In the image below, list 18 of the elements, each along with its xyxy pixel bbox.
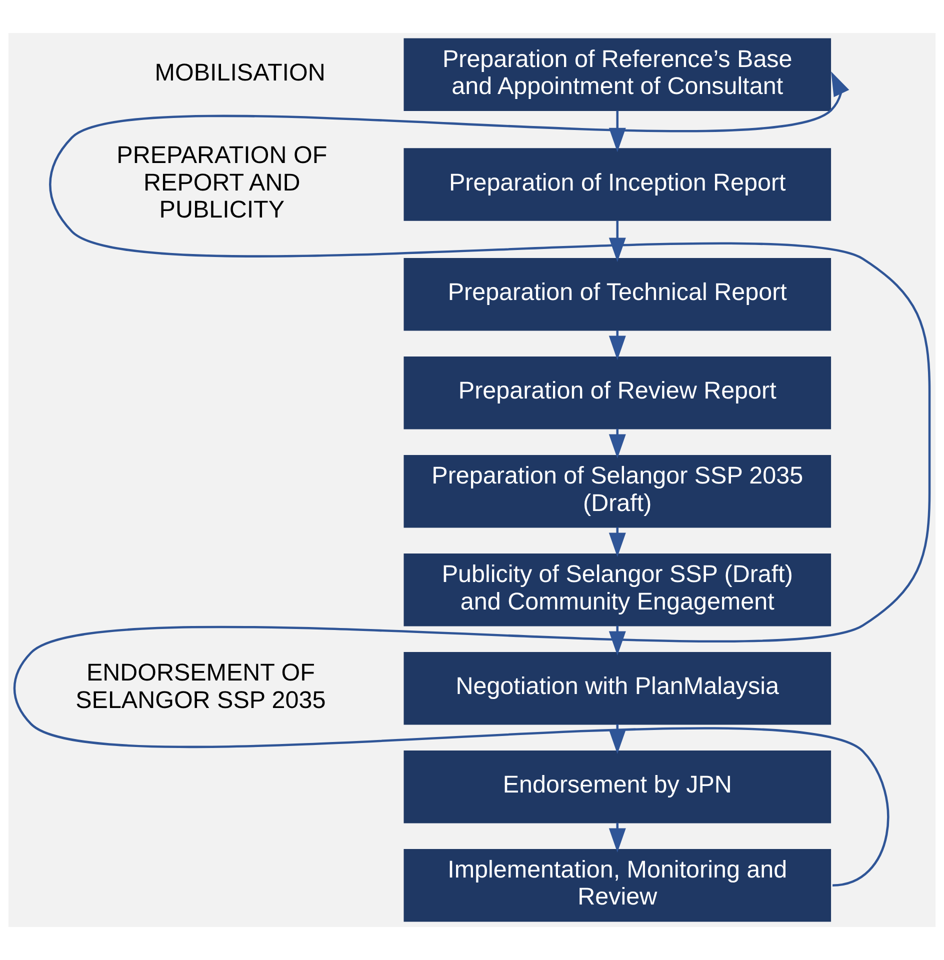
- arrow: [608, 330, 626, 360]
- node-box: Preparation of Selangor SSP 2035 (Draft): [404, 455, 832, 528]
- node-box: Preparation of Reference’s Base and Appointment of Consultant: [404, 38, 832, 112]
- arrow: [608, 822, 626, 853]
- node-box: Preparation of Technical Report: [404, 258, 832, 331]
- node-box: Endorsement by JPN: [404, 750, 832, 824]
- label: ENDORSEMENT OF SELANGOR SSP 2035: [76, 659, 326, 714]
- arrow: [608, 220, 626, 262]
- arrow: [608, 428, 626, 459]
- label: PREPARATION OF REPORT AND PUBLICITY: [116, 142, 328, 224]
- arrow: [15, 72, 931, 886]
- node-box: Publicity of Selangor SSP (Draft) and Community Engagement: [404, 553, 832, 626]
- label: MOBILISATION: [154, 59, 326, 86]
- node-box: Negotiation with PlanMalaysia: [404, 652, 832, 725]
- node-box: Preparation of Review Report: [404, 356, 832, 430]
- node-box: Implementation, Monitoring and Review: [404, 848, 832, 922]
- arrow: [608, 527, 626, 558]
- node-box: Preparation of Inception Report: [404, 148, 832, 221]
